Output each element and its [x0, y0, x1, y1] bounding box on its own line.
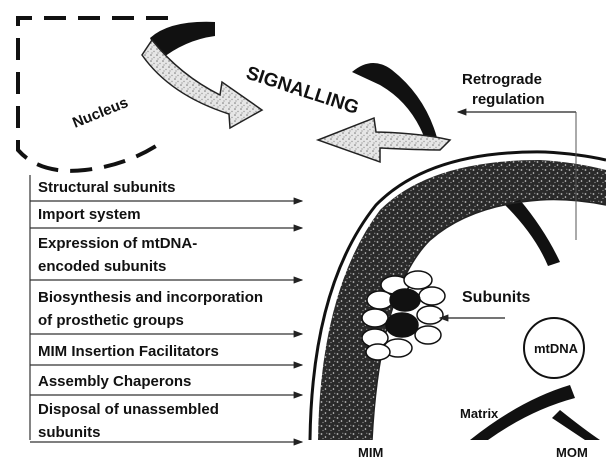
subunits-label: Subunits [462, 289, 531, 306]
factor-label-4: Biosynthesis and incorporation [38, 289, 263, 306]
factor-label-3-line2: encoded subunits [38, 258, 166, 275]
retrograde-label-line1: Retrograde [462, 71, 542, 88]
factor-label-5: MIM Insertion Facilitators [38, 343, 219, 360]
factor-label-7-line2: subunits [38, 424, 101, 441]
crista-bottom-right [552, 410, 600, 440]
nucleus-label: Nucleus [70, 94, 130, 132]
factor-label-4-line2: of prosthetic groups [38, 312, 184, 329]
matrix-label: Matrix [460, 406, 499, 421]
mtdna-label: mtDNA [534, 341, 579, 356]
factor-label-3: Expression of mtDNA- [38, 235, 197, 252]
signalling-arrow-outward [142, 40, 262, 128]
nucleus-boundary [18, 18, 168, 171]
factor-label-6: Assembly Chaperons [38, 373, 191, 390]
mim-label: MIM [358, 445, 383, 460]
factor-label-1: Structural subunits [38, 179, 176, 196]
mom-label: MOM [556, 445, 588, 460]
crista-top [505, 200, 560, 266]
retrograde-label-line2: regulation [472, 91, 545, 108]
factor-label-7: Disposal of unassembled [38, 401, 219, 418]
factor-label-2: Import system [38, 206, 141, 223]
